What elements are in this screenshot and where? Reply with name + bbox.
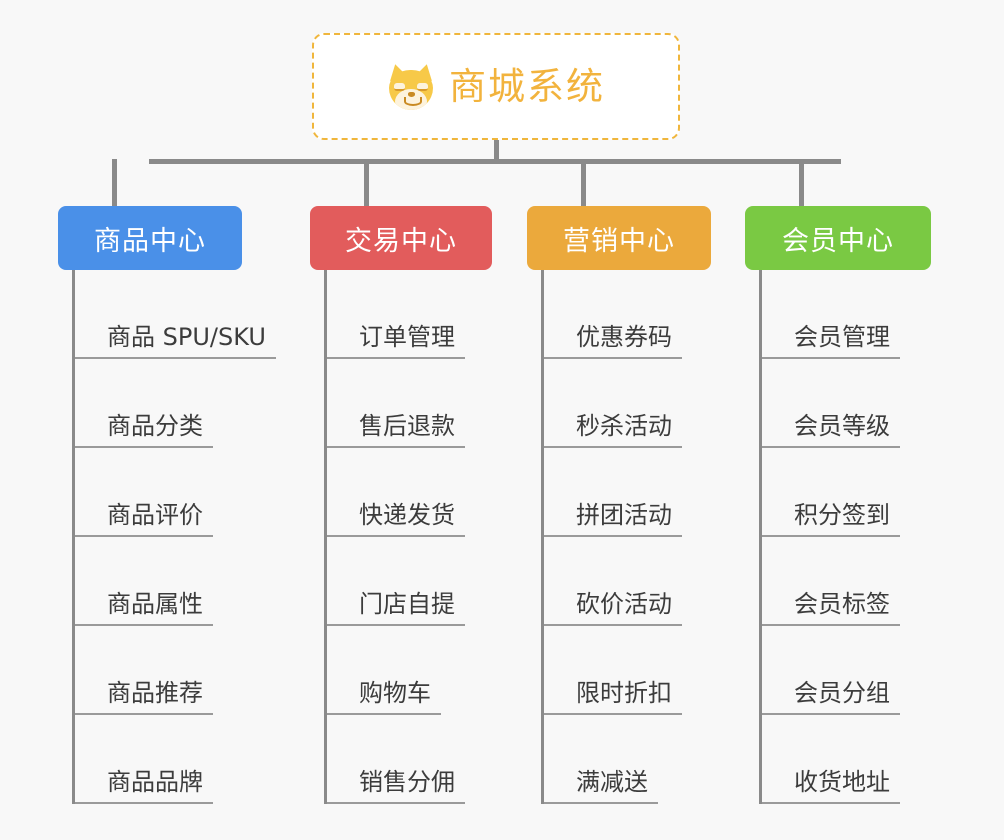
branch-item-label: 满减送	[544, 768, 658, 804]
branch-item[interactable]: 会员等级	[762, 359, 931, 448]
branch-item-list: 商品 SPU/SKU 商品分类商品评价商品属性商品推荐商品品牌	[72, 270, 276, 804]
branch-item[interactable]: 优惠券码	[544, 270, 711, 359]
branch-item[interactable]: 秒杀活动	[544, 359, 711, 448]
branch-item-label: 砍价活动	[544, 590, 682, 626]
branch-item[interactable]: 拼团活动	[544, 448, 711, 537]
branch-item-label: 商品推荐	[75, 679, 213, 715]
branch-item-label: 订单管理	[327, 323, 465, 359]
branch-item[interactable]: 商品 SPU/SKU	[75, 270, 276, 359]
branch-item-label: 销售分佣	[327, 768, 465, 804]
branch-header-label: 会员中心	[782, 225, 894, 257]
branch-item-label: 商品品牌	[75, 768, 213, 804]
branch-item-label: 会员标签	[762, 590, 900, 626]
branch-item[interactable]: 限时折扣	[544, 626, 711, 715]
branch-item-list: 优惠券码秒杀活动拼团活动砍价活动限时折扣满减送	[541, 270, 711, 804]
branch-column-2: 交易中心订单管理售后退款快递发货门店自提购物车销售分佣	[310, 206, 492, 804]
branch-item[interactable]: 商品品牌	[75, 715, 242, 804]
branch-item[interactable]: 销售分佣	[327, 715, 492, 804]
branch-item[interactable]: 会员管理	[762, 270, 931, 359]
branch-item[interactable]: 商品分类	[75, 359, 242, 448]
branch-item[interactable]: 砍价活动	[544, 537, 711, 626]
branch-header[interactable]: 交易中心	[310, 206, 492, 270]
branch-item[interactable]: 售后退款	[327, 359, 492, 448]
branch-item-label: 购物车	[327, 679, 441, 715]
branch-item-label: 售后退款	[327, 412, 465, 448]
branch-header-label: 营销中心	[563, 225, 675, 257]
branch-item[interactable]: 商品推荐	[75, 626, 242, 715]
branch-item-label: 门店自提	[327, 590, 465, 626]
connector-bus	[149, 159, 841, 164]
branch-item-label: 优惠券码	[544, 323, 682, 359]
branch-item[interactable]: 订单管理	[327, 270, 492, 359]
branch-item-label: 拼团活动	[544, 501, 682, 537]
branch-item-label: 积分签到	[762, 501, 900, 537]
branch-item[interactable]: 满减送	[544, 715, 711, 804]
branch-item[interactable]: 快递发货	[327, 448, 492, 537]
branch-column-1: 商品中心商品 SPU/SKU 商品分类商品评价商品属性商品推荐商品品牌	[58, 206, 276, 804]
branch-item-label: 收货地址	[762, 768, 900, 804]
root-node[interactable]: 商城系统	[312, 33, 680, 140]
branch-item-label: 会员分组	[762, 679, 900, 715]
branch-item[interactable]: 会员标签	[762, 537, 931, 626]
branch-item-label: 会员管理	[762, 323, 900, 359]
branch-item[interactable]: 会员分组	[762, 626, 931, 715]
branch-header[interactable]: 商品中心	[58, 206, 242, 270]
connector-stem	[494, 140, 499, 162]
branch-item-label: 会员等级	[762, 412, 900, 448]
branch-item-label: 商品属性	[75, 590, 213, 626]
branch-header[interactable]: 营销中心	[527, 206, 711, 270]
branch-item[interactable]: 商品属性	[75, 537, 242, 626]
branch-item-label: 快递发货	[327, 501, 465, 537]
branch-item-label: 商品评价	[75, 501, 213, 537]
connector-drop-4	[799, 159, 804, 206]
shiba-dog-icon	[386, 61, 436, 110]
branch-item-list: 订单管理售后退款快递发货门店自提购物车销售分佣	[324, 270, 492, 804]
branch-column-4: 会员中心会员管理会员等级积分签到会员标签会员分组收货地址	[745, 206, 931, 804]
branch-item-label: 商品分类	[75, 412, 213, 448]
branch-item[interactable]: 收货地址	[762, 715, 931, 804]
branch-item[interactable]: 门店自提	[327, 537, 492, 626]
branch-header[interactable]: 会员中心	[745, 206, 931, 270]
branch-item[interactable]: 购物车	[327, 626, 492, 715]
connector-drop-1	[112, 159, 117, 206]
branch-item-label: 商品 SPU/SKU	[75, 323, 276, 359]
root-title: 商城系统	[449, 65, 605, 108]
branch-item[interactable]: 商品评价	[75, 448, 242, 537]
branch-item-list: 会员管理会员等级积分签到会员标签会员分组收货地址	[759, 270, 931, 804]
connector-drop-2	[364, 159, 369, 206]
connector-drop-3	[581, 159, 586, 206]
branch-item[interactable]: 积分签到	[762, 448, 931, 537]
branch-header-label: 商品中心	[94, 225, 206, 257]
branch-item-label: 限时折扣	[544, 679, 682, 715]
branch-column-3: 营销中心优惠券码秒杀活动拼团活动砍价活动限时折扣满减送	[527, 206, 711, 804]
branch-item-label: 秒杀活动	[544, 412, 682, 448]
branch-header-label: 交易中心	[345, 225, 457, 257]
